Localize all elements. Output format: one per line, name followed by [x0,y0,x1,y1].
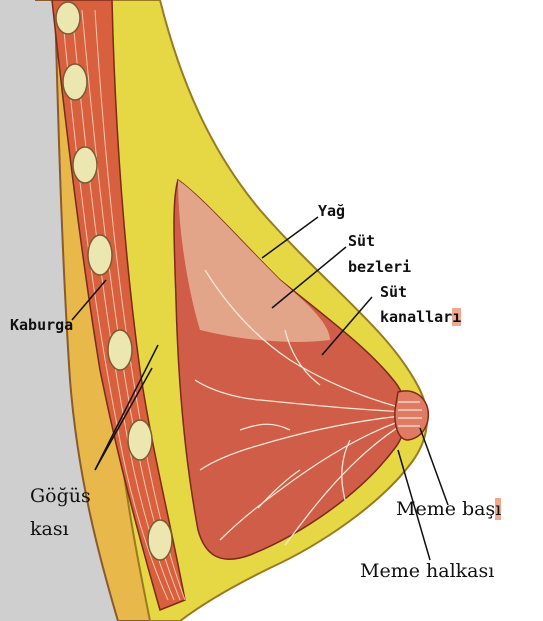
label-sut-kanallari-highlight: ı [452,308,461,326]
label-sut-kanallari-text: kanallar [380,308,452,326]
label-yag: Yağ [318,202,345,220]
label-meme-halkasi: Meme halkası [360,560,494,582]
label-meme-basi: Meme başı [396,498,501,520]
label-sut-kanallari-line1: Süt [380,283,407,301]
label-sut-kanallari-line2: kanalları [380,308,461,326]
label-sut-bezleri-line2: bezleri [348,258,411,276]
label-sut-bezleri-line1: Süt [348,232,375,250]
label-meme-basi-text: Meme baş [396,498,495,520]
label-gogus-line2: kası [30,518,69,540]
label-kaburga: Kaburga [10,316,73,334]
label-meme-basi-highlight: ı [495,498,501,520]
label-gogus-line1: Göğüs [30,485,91,507]
